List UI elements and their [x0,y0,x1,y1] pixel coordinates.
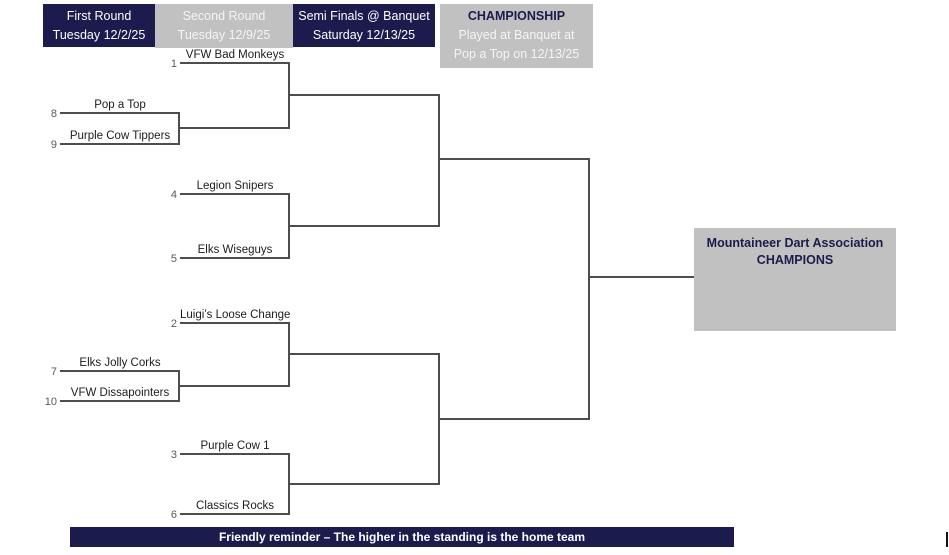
team-slot-legion-snipers: 4 Legion Snipers [171,175,290,201]
team-name: Luigi’s Loose Change [180,309,291,321]
team-name: Classics Rocks [196,500,274,512]
connector-line [438,94,440,227]
connector-line [438,418,590,420]
connector-line [588,276,694,278]
seed-number: 2 [170,318,177,330]
team-slot-purple-cow-tippers: 9 Purple Cow Tippers [51,125,180,151]
seed-number: 9 [50,139,57,151]
round-date: Saturday 12/13/25 [312,28,416,42]
round-header-semi-finals: Semi Finals @ Banquet Saturday 12/13/25 [293,4,435,47]
connector-line [588,158,590,420]
round-venue-line1: Played at Banquet at [458,28,575,42]
team-slot-purple-cow-1: 3 Purple Cow 1 [171,435,290,461]
seed-number: 8 [50,108,57,120]
seed-number: 10 [44,396,57,408]
round-title: Second Round [182,9,266,23]
team-slot-elks-wiseguys: 5 Elks Wiseguys [171,239,290,265]
round-title: First Round [66,9,132,23]
team-name: Elks Wiseguys [197,244,273,256]
round-date: Tuesday 12/2/25 [52,28,146,42]
seed-number: 7 [50,366,57,378]
connector-line [178,385,290,387]
team-name: Purple Cow Tippers [69,130,171,142]
team-name: VFW Bad Monkeys [185,49,285,61]
champion-title-line1: Mountaineer Dart Association [706,236,884,250]
team-name: Legion Snipers [196,180,274,192]
team-slot-vfw-bad-monkeys: 1 VFW Bad Monkeys [171,44,290,70]
reminder-text: Friendly reminder – The higher in the st… [218,530,586,544]
round-title: CHAMPIONSHIP [467,9,566,23]
champions-box: Mountaineer Dart Association CHAMPIONS [694,228,896,331]
connector-line [178,127,290,129]
connector-line [288,353,440,355]
round-date: Tuesday 12/9/25 [177,28,271,42]
round-title: Semi Finals @ Banquet [298,9,430,23]
seed-number: 3 [170,449,177,461]
team-slot-elks-jolly-corks: 7 Elks Jolly Corks [51,352,180,378]
seed-number: 1 [170,58,177,70]
team-name: Pop a Top [94,99,146,111]
team-slot-vfw-dissapointers: 10 VFW Dissapointers [45,382,180,408]
team-slot-pop-a-top: 8 Pop a Top [51,94,180,120]
team-slot-luigis-loose-change: 2 Luigi’s Loose Change [171,304,291,330]
round-header-first-round: First Round Tuesday 12/2/25 [43,4,155,47]
round-header-championship: CHAMPIONSHIP Played at Banquet at Pop a … [440,4,593,68]
reminder-bar: Friendly reminder – The higher in the st… [70,527,734,547]
connector-line [288,225,440,227]
connector-line [438,158,590,160]
connector-line [288,483,440,485]
seed-number: 4 [170,189,177,201]
connector-line [288,94,440,96]
seed-number: 5 [170,253,177,265]
seed-number: 6 [170,509,177,521]
team-name: VFW Dissapointers [70,387,170,399]
team-name: Elks Jolly Corks [79,357,161,369]
round-header-second-round: Second Round Tuesday 12/9/25 [155,4,293,48]
team-slot-classics-rocks: 6 Classics Rocks [171,495,290,521]
champion-title-line2: CHAMPIONS [756,253,834,267]
team-name: Purple Cow 1 [200,440,270,452]
right-edge-mark [946,532,948,547]
round-venue-line2: Pop a Top on 12/13/25 [453,47,580,61]
